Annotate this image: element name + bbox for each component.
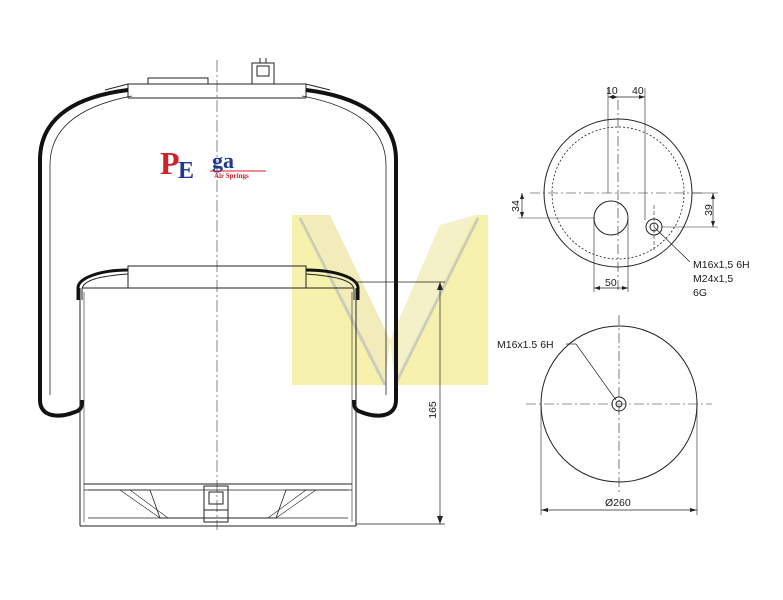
thread-label-2: M24x1,5 [693, 273, 733, 285]
m-watermark-icon [292, 215, 488, 386]
top-view [518, 88, 718, 292]
thread-label-3: 6G [693, 287, 707, 299]
bottom-dim-50: 50 [605, 277, 617, 289]
right-dim-39: 39 [703, 204, 715, 216]
thread-label-1: M16x1,5 6H [693, 259, 750, 271]
height-dimension-label: 165 [427, 401, 439, 419]
logo-letters-ga: ga [212, 148, 234, 173]
top-dim-10: 10 [606, 85, 618, 97]
top-stud [251, 58, 275, 85]
bottom-thread-label: M16x1.5 6H [497, 339, 554, 351]
side-view [38, 58, 445, 530]
logo-letter-p: P [160, 145, 180, 181]
base-stud [203, 485, 229, 523]
top-dim-40: 40 [632, 85, 644, 97]
left-dim-34: 34 [510, 200, 522, 212]
bottom-view [526, 315, 712, 515]
brand-logo: P E ga Air Springs [160, 145, 266, 184]
diameter-label: Ø260 [605, 497, 631, 509]
logo-tagline: Air Springs [214, 172, 249, 180]
logo-letter-e: E [178, 158, 194, 184]
